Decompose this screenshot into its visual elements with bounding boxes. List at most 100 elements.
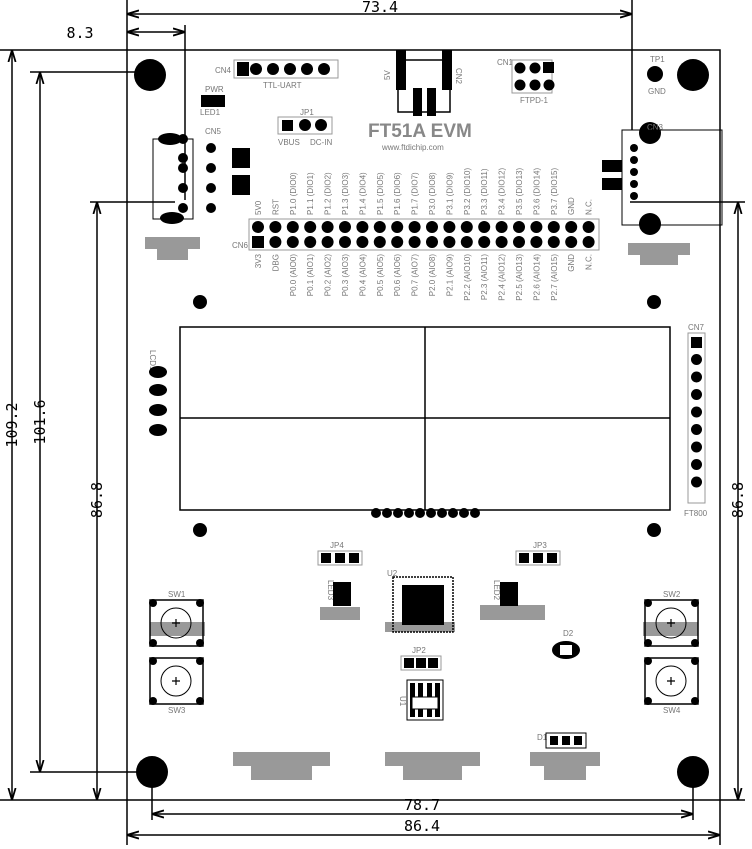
led3-label: LED3 bbox=[326, 580, 335, 601]
header-bottom-label: P2.6 (AIO14) bbox=[532, 254, 541, 301]
header-top-label: P1.7 (DIO7) bbox=[411, 172, 420, 215]
cn7-ft800-header: CN7 FT800 bbox=[684, 323, 708, 518]
header-pin bbox=[478, 221, 491, 233]
board-outline bbox=[126, 49, 721, 801]
header-bottom-label: P2.2 (AIO10) bbox=[463, 254, 472, 301]
header-pin bbox=[286, 236, 299, 248]
header-bottom-label: GND bbox=[567, 254, 576, 272]
sw2-label: SW2 bbox=[663, 590, 681, 599]
header-pin bbox=[304, 221, 317, 233]
header-pin bbox=[460, 236, 473, 248]
header-bottom-label: P2.4 (AIO12) bbox=[498, 254, 507, 301]
jp4-jumper: JP4 LED3 bbox=[317, 541, 363, 606]
header-pin bbox=[691, 406, 702, 418]
header-pin bbox=[691, 354, 702, 365]
header-pin bbox=[252, 221, 264, 233]
header-top-label: P3.3 (DIO11) bbox=[480, 168, 489, 215]
dc-in-label: DC-IN bbox=[310, 138, 332, 147]
switch-actuator-icon bbox=[160, 607, 192, 639]
header-pin bbox=[530, 221, 543, 233]
header-bottom-label: DBG bbox=[271, 254, 280, 271]
lcd-pad bbox=[470, 508, 480, 518]
header-bottom-label: P2.5 (AIO13) bbox=[515, 254, 524, 301]
header-pin bbox=[356, 236, 369, 248]
board-title: FT51A EVM bbox=[368, 121, 472, 142]
d1-label: D1 bbox=[537, 733, 548, 742]
u2-label: U2 bbox=[387, 569, 398, 578]
header-pin bbox=[269, 236, 282, 248]
lcd-pad bbox=[371, 508, 381, 518]
ttl-uart-label: TTL-UART bbox=[263, 81, 302, 90]
dim-left-outer: 109.2 bbox=[3, 402, 21, 447]
header-pin bbox=[513, 221, 525, 233]
cn2-label: CN2 bbox=[454, 68, 463, 85]
cn5-label: CN5 bbox=[205, 127, 222, 136]
header-pin bbox=[373, 221, 386, 233]
plus-icon bbox=[667, 619, 675, 627]
header-bottom-label: P0.0 (AIO0) bbox=[289, 254, 298, 297]
header-pin bbox=[582, 236, 595, 248]
jp1-jumper: JP1 VBUS DC-IN bbox=[277, 108, 333, 147]
plus-icon bbox=[172, 619, 180, 627]
tp1-label: TP1 bbox=[650, 55, 665, 64]
gray-pads bbox=[145, 237, 698, 780]
d1-diode: D1 bbox=[537, 732, 587, 749]
header-top-label: RST bbox=[271, 199, 280, 215]
header-pin bbox=[339, 221, 351, 233]
header-bottom-label: P0.3 (AIO3) bbox=[341, 254, 350, 297]
header-pin bbox=[495, 221, 508, 233]
vbus-label: VBUS bbox=[278, 138, 300, 147]
mounting-holes bbox=[134, 59, 709, 788]
sw4-label: SW4 bbox=[663, 706, 681, 715]
header-top-label: P3.1 (DIO9) bbox=[445, 172, 454, 215]
header-bottom-label: P0.1 (AIO1) bbox=[306, 254, 315, 297]
cn1-ftpd-header: CN1 FTPD-1 bbox=[497, 58, 555, 105]
sw1-switch: SW1 bbox=[149, 590, 204, 647]
plus-icon bbox=[667, 677, 675, 685]
header-pin bbox=[691, 424, 702, 435]
cn4-ttl-uart-header: CN4 TTL-UART bbox=[215, 59, 339, 90]
dim-top-offset: 8.3 bbox=[66, 24, 93, 42]
header-pin bbox=[269, 221, 282, 233]
header-pin bbox=[443, 221, 456, 233]
header-pin bbox=[691, 389, 702, 400]
lcd-pad bbox=[382, 508, 392, 518]
header-pin bbox=[373, 236, 386, 248]
header-top-label: P3.4 (DIO12) bbox=[498, 168, 507, 215]
tp1-testpoint: TP1 GND bbox=[647, 55, 666, 96]
header-top-label: P1.5 (DIO5) bbox=[376, 172, 385, 215]
header-top-label: P3.7 (DIO15) bbox=[550, 168, 559, 215]
lcd-pad bbox=[415, 508, 425, 518]
dim-bottom-inner: 78.7 bbox=[404, 796, 440, 814]
dim-bottom-outer: 86.4 bbox=[404, 817, 440, 835]
board-website: www.ftdichip.com bbox=[381, 143, 444, 152]
header-pin bbox=[460, 221, 473, 233]
cn3-label: CN3 bbox=[647, 123, 664, 132]
header-pin bbox=[530, 236, 543, 248]
header-top-label: P1.2 (DIO2) bbox=[324, 172, 333, 215]
pwr-led: PWR LED1 bbox=[200, 85, 225, 117]
header-bottom-label: P2.0 (AIO8) bbox=[428, 254, 437, 297]
header-bottom-label: P2.1 (AIO9) bbox=[445, 254, 454, 297]
5v-label: 5V bbox=[383, 70, 392, 80]
header-top-label: P3.2 (DIO10) bbox=[463, 168, 472, 215]
header-top-label: P3.0 (DIO8) bbox=[428, 172, 437, 215]
header-pin bbox=[691, 459, 702, 470]
header-bottom-label: P0.2 (AIO2) bbox=[324, 254, 333, 297]
header-top-label: P1.1 (DIO1) bbox=[306, 172, 315, 215]
header-top-label: P1.0 (DIO0) bbox=[289, 172, 298, 215]
sw3-switch: SW3 bbox=[149, 657, 204, 715]
sw3-label: SW3 bbox=[168, 706, 186, 715]
u1-label: U1 bbox=[398, 696, 407, 707]
header-pin bbox=[443, 236, 456, 248]
header-pin bbox=[691, 441, 702, 453]
dim-left-86: 86.8 bbox=[88, 482, 106, 518]
header-bottom-label: P2.7 (AIO15) bbox=[550, 254, 559, 301]
header-pin bbox=[321, 236, 334, 248]
ftpd-label: FTPD-1 bbox=[520, 96, 549, 105]
header-bottom-label: P0.5 (AIO5) bbox=[376, 254, 385, 297]
header-pin bbox=[547, 236, 560, 248]
